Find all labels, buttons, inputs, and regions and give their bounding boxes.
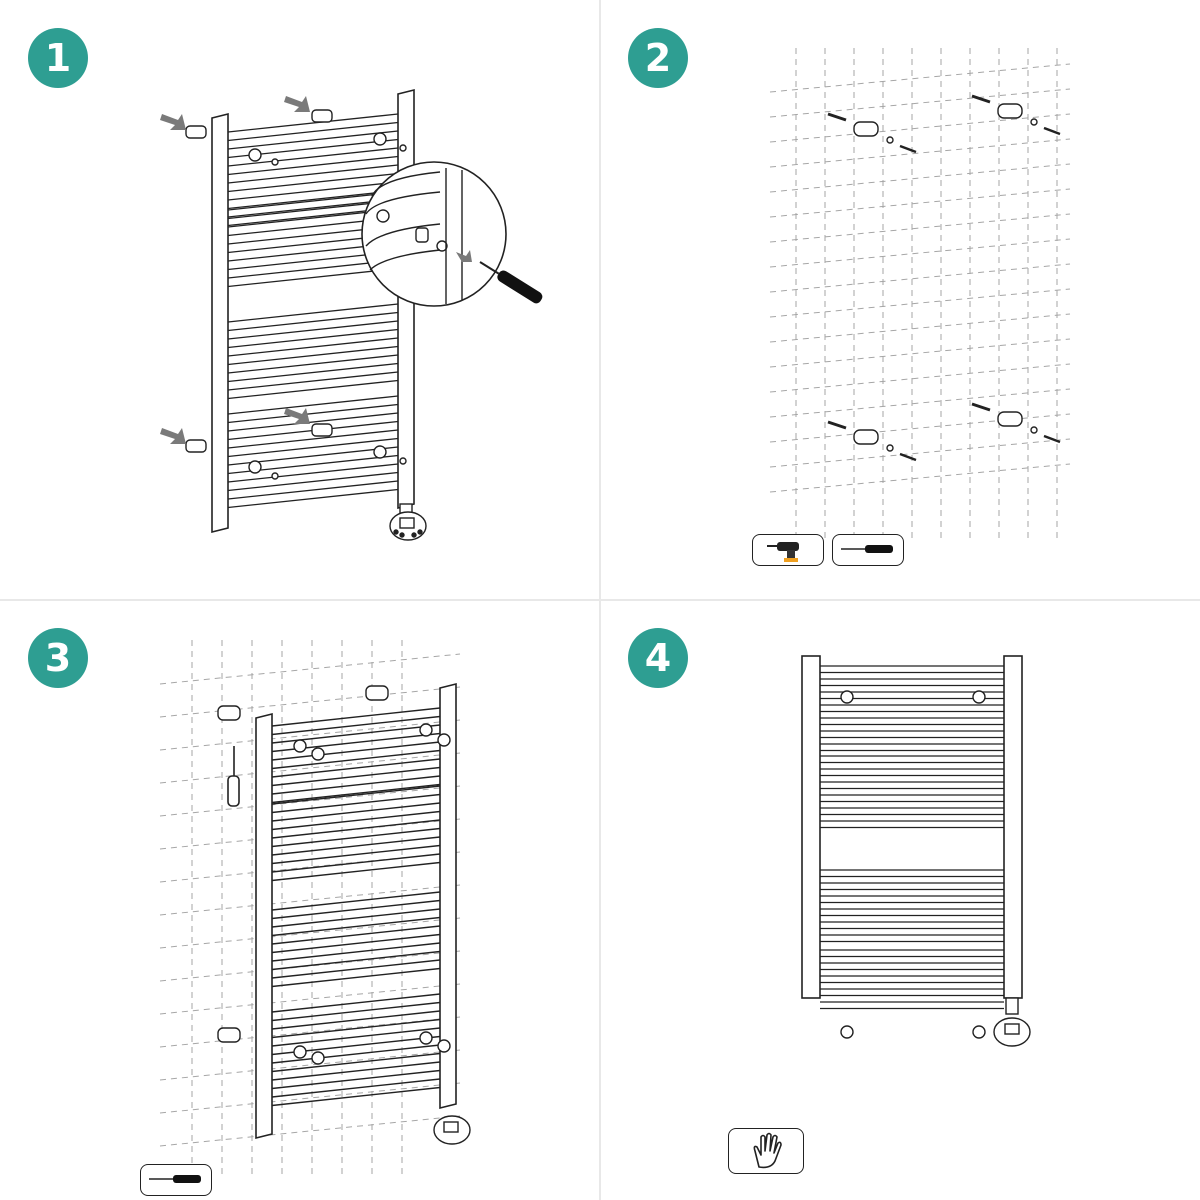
screwdriver-icon (149, 1175, 201, 1183)
drill-icon (767, 542, 799, 562)
thermostat-icon (389, 503, 427, 541)
step-2-illustration (769, 48, 1071, 540)
towel-rails (227, 113, 399, 509)
hand-icon (753, 1132, 782, 1169)
bracket-icon (217, 685, 451, 1065)
wall-grid (769, 48, 1071, 540)
screwdriver-icon (841, 545, 893, 553)
thermostat-icon (993, 997, 1031, 1047)
step-4-illustration (801, 655, 1031, 1047)
step-4-badge: 4 (628, 628, 688, 688)
step-1-panel: 1 (0, 0, 600, 600)
step-3-badge: 3 (28, 628, 88, 688)
magnifier-icon (361, 161, 507, 307)
screwdriver-icon (227, 746, 240, 807)
bracket-icon (185, 109, 407, 480)
screwdriver-tool-box (140, 1164, 212, 1196)
step-3-illustration (159, 640, 471, 1175)
drill-tool-box (752, 534, 824, 566)
thermostat-icon (433, 1115, 471, 1145)
divider-horizontal (0, 599, 1200, 601)
step-2-badge: 2 (628, 28, 688, 88)
towel-rails (820, 665, 1004, 1010)
screwdriver-tool-box (832, 534, 904, 566)
bracket-icon (840, 690, 986, 1039)
step-3-panel: 3 (0, 600, 600, 1200)
step-2-panel: 2 (600, 0, 1200, 600)
step-1-illustration (160, 88, 543, 541)
towel-rails (271, 707, 441, 1107)
hand-tool-box (728, 1128, 804, 1174)
wall-plug-icon (827, 94, 1061, 462)
wall-grid (159, 640, 461, 1175)
step-1-badge: 1 (28, 28, 88, 88)
step-4-panel: 4 (600, 600, 1200, 1200)
arrow-icon (160, 96, 310, 444)
screwdriver-icon (479, 261, 543, 304)
